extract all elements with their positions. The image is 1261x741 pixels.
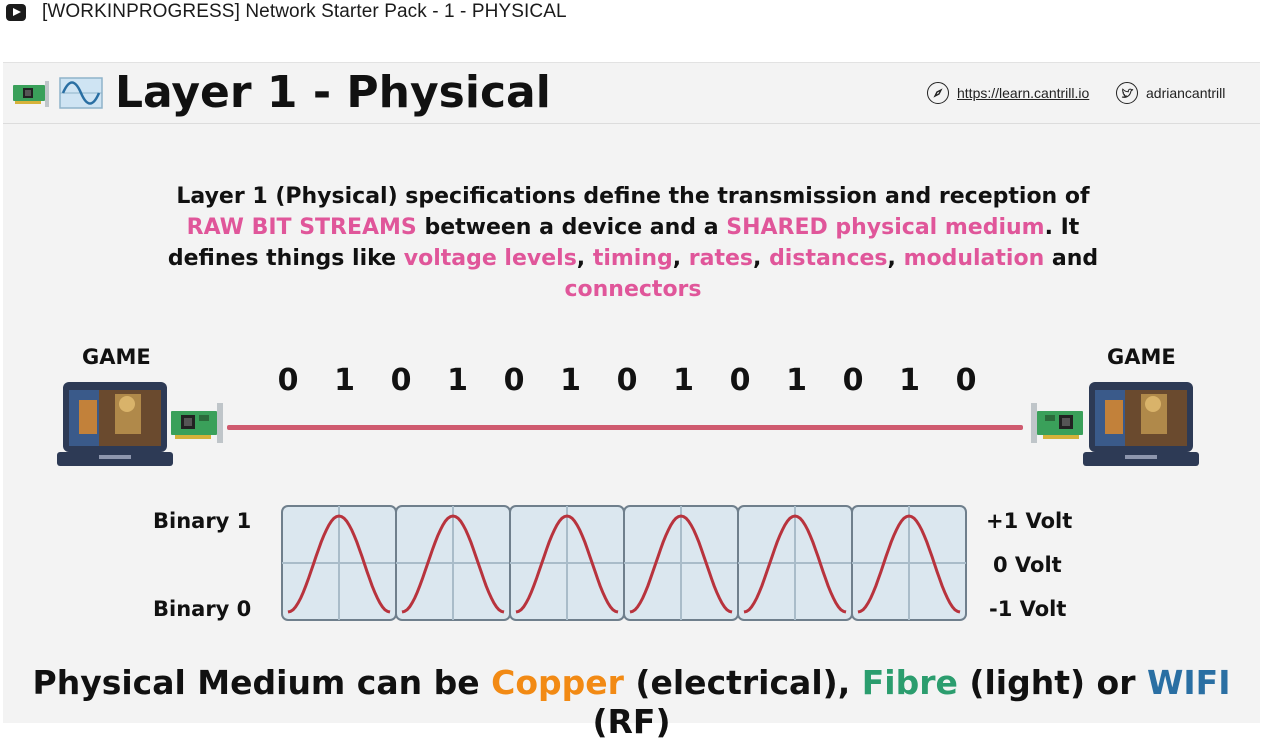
- twitter-link[interactable]: adriancantrill: [1116, 80, 1225, 106]
- plus-one-volt-label: +1 Volt: [986, 509, 1073, 533]
- left-network-card-icon: [171, 403, 223, 443]
- voltage-waveform: [281, 505, 967, 621]
- desc-highlight: SHARED physical medium: [726, 215, 1045, 240]
- slide: Layer 1 - Physical https://learn.cantril…: [3, 62, 1260, 741]
- bit-digit: 1: [334, 363, 355, 398]
- left-laptop-icon: [57, 382, 173, 466]
- bit-digit: 1: [447, 363, 468, 398]
- waveform-icon: [59, 77, 103, 109]
- footer-copper: Copper: [491, 663, 624, 702]
- desc-text: between a device and a: [416, 215, 727, 240]
- right-laptop-icon: [1083, 382, 1199, 466]
- layer-description: Layer 1 (Physical) specifications define…: [153, 181, 1113, 305]
- website-link-text[interactable]: https://learn.cantrill.io: [957, 85, 1090, 101]
- desc-text: ,: [576, 246, 593, 271]
- desc-text: Layer 1 (Physical) specifications define…: [176, 184, 1090, 209]
- network-cable: [227, 425, 1023, 430]
- bit-digit: 0: [503, 363, 525, 398]
- right-device-label: GAME: [1107, 345, 1176, 369]
- zero-volt-label: 0 Volt: [993, 553, 1062, 577]
- footer-fibre: Fibre: [861, 663, 958, 702]
- desc-highlight: timing: [592, 246, 673, 271]
- bit-digit: 0: [842, 363, 864, 398]
- desc-text: ,: [887, 246, 904, 271]
- right-network-card-icon: [1031, 403, 1083, 443]
- waveform-cell: [395, 505, 511, 621]
- bit-digit: 0: [390, 363, 412, 398]
- desc-text: and: [1044, 246, 1099, 271]
- bit-digit: 1: [899, 363, 920, 398]
- binary-one-label: Binary 1: [153, 509, 252, 533]
- waveform-cell: [281, 505, 397, 621]
- waveform-cell: [851, 505, 967, 621]
- waveform-cell: [509, 505, 625, 621]
- footer-text: Physical Medium can be: [32, 663, 492, 702]
- waveform-cell: [623, 505, 739, 621]
- bit-digit: 1: [673, 363, 694, 398]
- footer-wifi: WIFI: [1146, 663, 1231, 702]
- waveform-cell: [737, 505, 853, 621]
- slide-title: Layer 1 - Physical: [115, 67, 551, 118]
- video-title: [WORKINPROGRESS] Network Starter Pack - …: [42, 1, 567, 22]
- desc-highlight: RAW BIT STREAMS: [186, 215, 417, 240]
- bit-digit: 0: [277, 363, 299, 398]
- desc-text: . It defines things like: [167, 215, 1080, 271]
- slide-header: Layer 1 - Physical https://learn.cantril…: [3, 63, 1260, 124]
- desc-highlight: distances: [769, 246, 888, 271]
- desc-highlight: voltage levels: [403, 246, 577, 271]
- bit-digit: 1: [560, 363, 581, 398]
- binary-zero-label: Binary 0: [153, 597, 252, 621]
- desc-highlight: modulation: [903, 246, 1045, 271]
- website-link[interactable]: https://learn.cantrill.io: [927, 80, 1089, 106]
- physical-medium-footer: Physical Medium can be Copper (electrica…: [3, 663, 1260, 741]
- bit-digit: 0: [729, 363, 751, 398]
- footer-text: (electrical),: [623, 663, 862, 702]
- bit-digit: 0: [955, 363, 977, 398]
- twitter-handle[interactable]: adriancantrill: [1146, 85, 1226, 101]
- network-card-icon: [13, 81, 49, 107]
- play-icon[interactable]: [6, 4, 26, 21]
- desc-highlight: connectors: [564, 277, 702, 302]
- desc-text: ,: [672, 246, 689, 271]
- bit-digit: 1: [786, 363, 807, 398]
- left-device-label: GAME: [82, 345, 151, 369]
- bit-digit: 0: [616, 363, 638, 398]
- compass-icon: [927, 82, 949, 104]
- footer-text: (light) or: [957, 663, 1147, 702]
- window-title-bar: [WORKINPROGRESS] Network Starter Pack - …: [0, 0, 1261, 30]
- desc-highlight: rates: [688, 246, 754, 271]
- minus-one-volt-label: -1 Volt: [989, 597, 1067, 621]
- twitter-icon: [1116, 82, 1138, 104]
- desc-text: ,: [753, 246, 770, 271]
